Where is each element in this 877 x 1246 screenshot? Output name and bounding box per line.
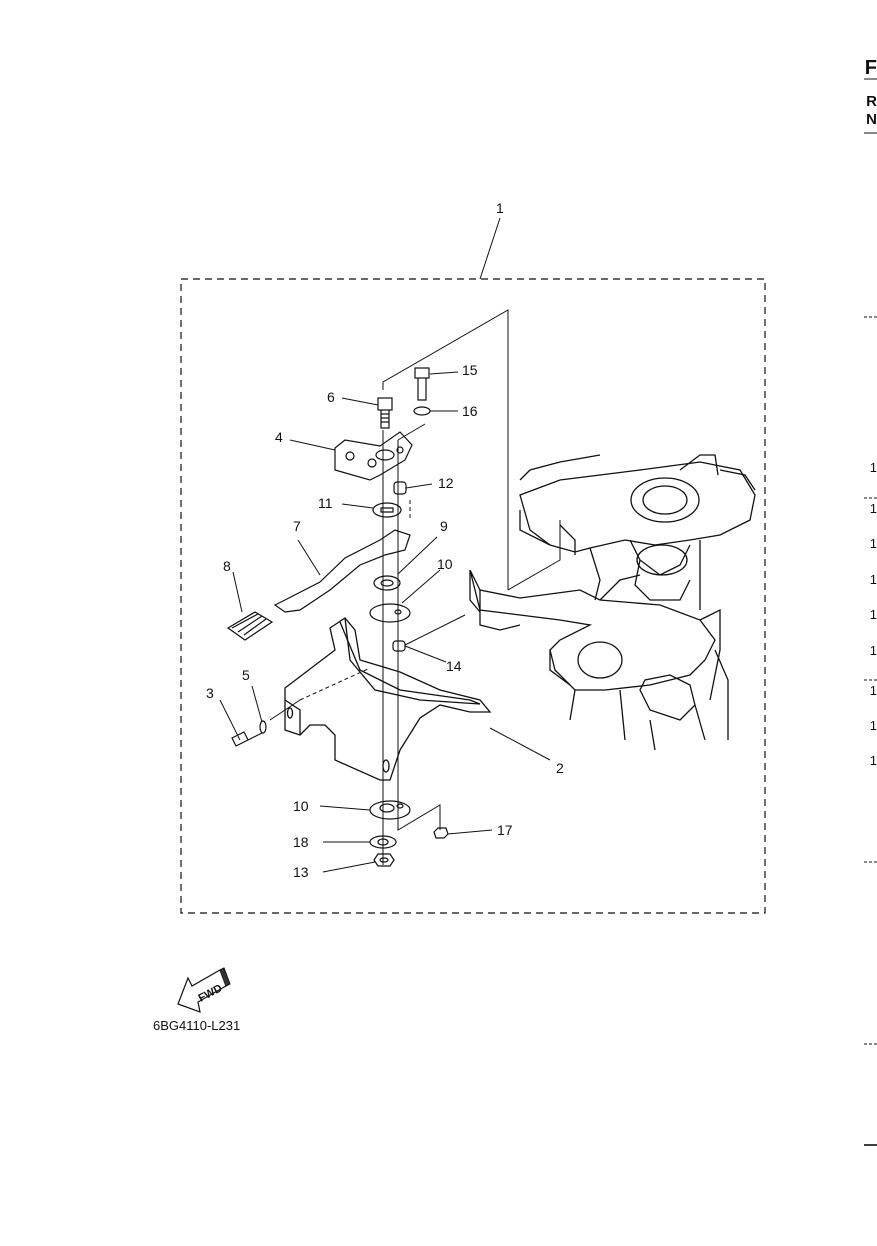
callout-9: 9 [440,518,448,534]
part-14-collar [392,640,406,652]
callout-18: 18 [293,834,309,850]
callout-14: 14 [446,658,462,674]
edge-letter-r: R [866,93,877,110]
callout-2: 2 [556,760,564,776]
leader-lines [219,217,551,873]
edge-number: 1 [869,718,877,733]
part-2-bracket-plate [284,617,492,781]
callout-3: 3 [206,685,214,701]
part-5-washer [259,720,267,734]
callout-labels: 1 2 3 4 5 6 7 8 9 10 11 12 13 14 15 16 1… [206,200,564,880]
part-11-washer [372,502,402,518]
callout-11: 11 [318,495,333,511]
assembly-frame [180,278,766,914]
edge-letter-n: N [866,111,877,128]
part-13-nut [373,853,395,867]
part-16-washer [413,406,431,416]
edge-number: 1 [869,643,877,658]
part-code: 6BG4110-L231 [153,1018,241,1033]
callout-16: 16 [462,403,478,419]
part-4-plate [334,431,413,481]
callout-13: 13 [293,864,309,880]
callout-15: 15 [462,362,478,378]
callout-5: 5 [242,667,250,683]
callout-4: 4 [275,429,283,445]
part-8-grip [226,611,274,641]
part-3-bolt [231,731,263,747]
callout-17: 17 [497,822,513,838]
edge-letter-f: F [864,57,877,79]
edge-number: 1 [869,683,877,698]
callout-7: 7 [293,518,301,534]
callout-8: 8 [223,558,231,574]
part-9-washer [373,575,401,591]
callout-10-lower: 10 [293,798,309,814]
callout-6: 6 [327,389,335,405]
callout-12: 12 [438,475,454,491]
part-12-collar [393,481,407,495]
assembly-axis-lines [269,309,561,865]
callout-1: 1 [496,200,504,216]
part-17-nut [433,827,449,839]
callout-10-upper: 10 [437,556,453,572]
edge-number: 1 [869,536,877,551]
part-10-washer-lower [369,800,411,820]
edge-number: 1 [869,501,877,516]
part-6-bolt [377,397,393,429]
part-7-lever [273,529,411,613]
steering-bracket-drawing [469,454,756,751]
part-10-washer-upper [369,603,411,623]
edge-number: 1 [869,607,877,622]
edge-number: 1 [869,753,877,768]
fwd-arrow-icon: FWD [177,967,231,1013]
edge-number: 1 [869,460,877,475]
edge-number: 1 [869,572,877,587]
part-15-bolt [414,367,430,401]
